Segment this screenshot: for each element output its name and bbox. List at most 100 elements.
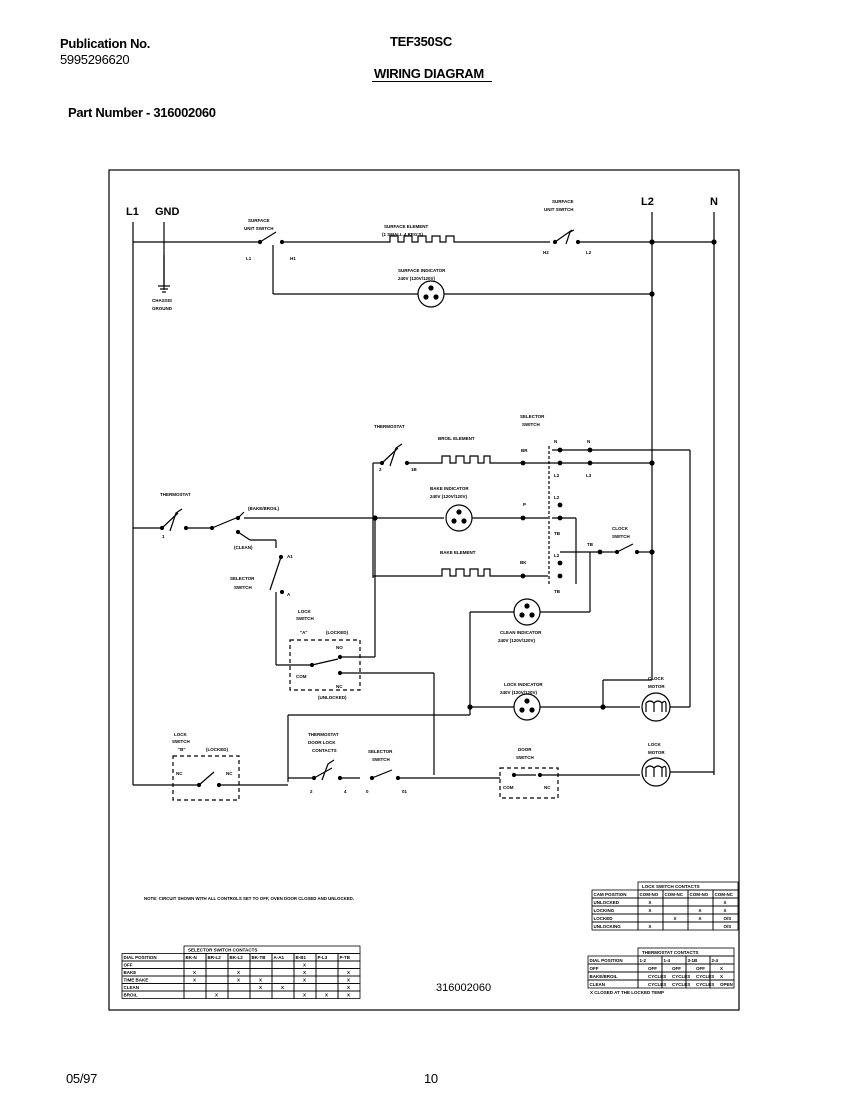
selector-table-cell bbox=[249, 968, 273, 977]
pin-br: BR bbox=[521, 448, 528, 453]
thermostat-table-value: X bbox=[720, 966, 723, 971]
bake-indicator-label: BAKE INDICATOR bbox=[430, 486, 469, 491]
selector-table-title: SELECTOR SWITCH CONTACTS bbox=[188, 948, 257, 953]
surface-left-switch-label-2: UNIT SWITCH bbox=[244, 226, 274, 231]
pin-l2-sel: L2 bbox=[554, 473, 560, 478]
bake-indicator-icon bbox=[445, 504, 473, 532]
thermostat-table-header: 3-1B bbox=[688, 958, 699, 963]
lock-switch-b-frame bbox=[172, 755, 240, 801]
thermostat-table-value: X bbox=[720, 974, 723, 979]
pin-l3: L3 bbox=[586, 473, 592, 478]
lock-table-header: COM-NC bbox=[665, 892, 684, 897]
thermostat-table-header: 1-4 bbox=[664, 958, 671, 963]
thermostat-table-header: DIAL POSITION bbox=[590, 958, 623, 963]
selector-table-cell bbox=[271, 990, 295, 999]
selector-table-cell bbox=[315, 983, 339, 992]
lock-table-value: X bbox=[699, 916, 702, 921]
thermostat-table-value: CYCLES bbox=[672, 974, 690, 979]
pin-bk: BK bbox=[520, 560, 527, 565]
door-switch-label: DOOR bbox=[518, 747, 532, 752]
selector-table-cell bbox=[205, 968, 229, 977]
selector-table-value: X bbox=[215, 993, 218, 998]
selector-table-value: X bbox=[193, 978, 196, 983]
publication-label: Publication No. bbox=[60, 36, 151, 51]
thermostat-table-cell bbox=[709, 979, 735, 989]
surface-element-label-2: (1 SMALL 4 REG'S) bbox=[382, 232, 423, 237]
selector-table-cell bbox=[271, 960, 295, 969]
lock-table-value: O/S bbox=[724, 916, 732, 921]
selector-table-cell bbox=[315, 975, 339, 984]
pin-no-a: NO bbox=[336, 645, 343, 650]
pin-1-left: 1 bbox=[162, 534, 165, 539]
lock-a-label: LOCK bbox=[298, 609, 311, 614]
pin-nc-b: NC bbox=[226, 771, 233, 776]
lock-a-label-3: "A" bbox=[300, 630, 308, 635]
pin-nc-door: NC bbox=[544, 785, 551, 790]
selector-table-cell bbox=[205, 960, 229, 969]
thermo-door-label-3: CONTACTS bbox=[312, 748, 337, 753]
bake-element-label: BAKE ELEMENT bbox=[440, 550, 476, 555]
lock-motor-icon bbox=[641, 757, 671, 787]
pin-01: 01 bbox=[402, 789, 408, 794]
lock-motor-label-2: MOTOR bbox=[648, 750, 665, 755]
diagram-frame bbox=[108, 169, 740, 1011]
lock-table-header: COM-NO bbox=[640, 892, 659, 897]
clean-indicator-icon bbox=[513, 598, 541, 626]
page-title: WIRING DIAGRAM bbox=[374, 66, 484, 81]
selector-table-cell bbox=[205, 975, 229, 984]
clock-motor-label: CLOCK bbox=[648, 676, 665, 681]
pin-n-2: N bbox=[587, 439, 590, 444]
thermostat-table-value: OFF bbox=[648, 966, 657, 971]
selector-table-cell bbox=[293, 983, 317, 992]
selector-top-label-2: SWITCH bbox=[522, 422, 540, 427]
selector-table-header: DIAL POSITION bbox=[124, 955, 157, 960]
lock-motor-label: LOCK bbox=[648, 742, 661, 747]
selector-table-cell bbox=[183, 983, 207, 992]
door-switch-label-2: SWITCH bbox=[516, 755, 534, 760]
lock-table-cell bbox=[662, 897, 689, 907]
pin-2-door: 2 bbox=[310, 789, 313, 794]
pin-com-a: COM bbox=[296, 674, 307, 679]
lock-table-cell bbox=[687, 897, 714, 907]
bake-indicator-label-2: 240V (120V/120V) bbox=[430, 494, 468, 499]
selector-table-header: B-B1 bbox=[296, 955, 307, 960]
pin-4-door: 4 bbox=[344, 789, 347, 794]
thermostat-table-header: 1-2 bbox=[640, 958, 647, 963]
surface-left-switch-label: SURFACE bbox=[248, 218, 270, 223]
pin-l1: L1 bbox=[246, 256, 252, 261]
selector-table-value: X bbox=[237, 970, 240, 975]
selector-table-cell bbox=[183, 960, 207, 969]
lock-table-value: LOCKED bbox=[594, 916, 614, 921]
thermostat-table-value: CYCLES bbox=[672, 982, 690, 987]
terminal-l1: L1 bbox=[126, 206, 139, 218]
selector-table-value: CLEAN bbox=[124, 985, 140, 990]
pin-a1: A1 bbox=[287, 554, 293, 559]
selector-table-cell bbox=[227, 960, 251, 969]
lock-indicator-label: LOCK INDICATOR bbox=[504, 682, 543, 687]
thermostat-table-value: BAKE/BROIL bbox=[590, 974, 618, 979]
thermostat-table-value: OFF bbox=[696, 966, 705, 971]
clock-motor-label-2: MOTOR bbox=[648, 684, 665, 689]
lock-table-value: X bbox=[649, 924, 652, 929]
lock-indicator-icon bbox=[513, 693, 541, 721]
selector-table-header: BR-L2 bbox=[208, 955, 222, 960]
selector-table-value: X bbox=[347, 970, 350, 975]
selector-table-cell bbox=[227, 990, 251, 999]
thermo-door-label-2: DOOR LOCK bbox=[308, 740, 336, 745]
thermostat-table-value: CYCLES bbox=[648, 974, 666, 979]
lock-table-value: X bbox=[649, 908, 652, 913]
lock-table-value: X bbox=[699, 908, 702, 913]
selector-table-cell bbox=[227, 983, 251, 992]
lock-table-value: X bbox=[649, 900, 652, 905]
thermostat-left-label: THERMOSTAT bbox=[160, 492, 191, 497]
selector-table-value: X bbox=[259, 985, 262, 990]
broil-element-icon bbox=[438, 455, 494, 464]
lock-table-value: X bbox=[724, 900, 727, 905]
bake-element-icon bbox=[438, 568, 494, 577]
selector-table-cell bbox=[337, 990, 361, 999]
clean-label: (CLEAN) bbox=[234, 545, 253, 550]
lock-switch-a-frame bbox=[289, 639, 361, 691]
lock-table-value: O/S bbox=[724, 924, 732, 929]
lock-table-value: UNLOCKED bbox=[594, 900, 620, 905]
